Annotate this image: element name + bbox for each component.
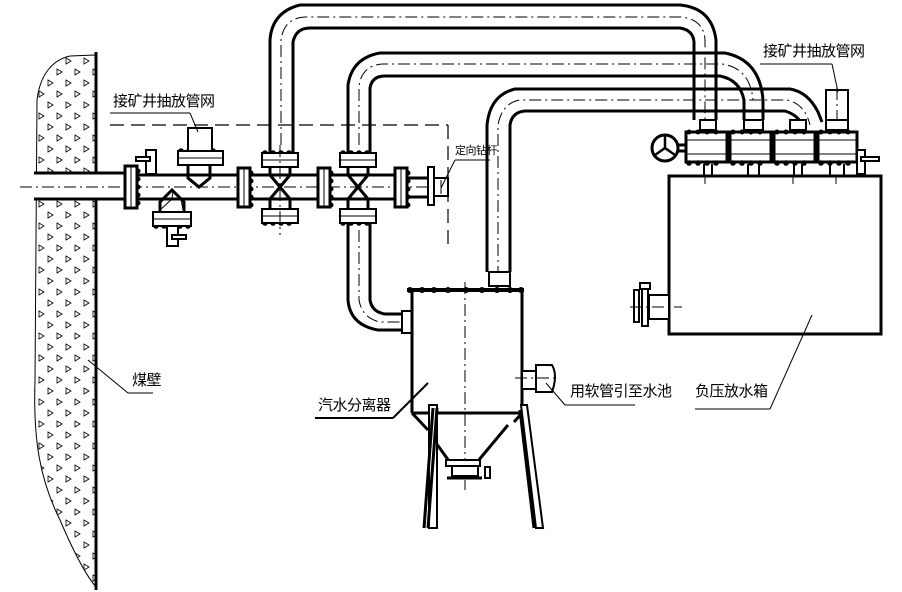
cross-fitting-2: [339, 152, 377, 224]
small-valve-right: [856, 149, 880, 175]
valve-handwheel[interactable]: [650, 133, 686, 163]
separator-bolt: [518, 287, 524, 293]
lower-branch-valve: [152, 187, 192, 247]
steam-water-separator: [407, 282, 556, 529]
pipe-flange: [236, 166, 254, 209]
separator-bolt: [507, 287, 513, 293]
upper-branch-valve: [177, 127, 224, 189]
separator-bolt: [445, 287, 451, 293]
separator-bolt: [407, 287, 413, 293]
manifold-valve: [816, 119, 859, 176]
label-mine-drainage-network-right: 接矿井抽放管网: [763, 42, 865, 60]
manifold-valve: [728, 119, 773, 176]
separator-bolt: [494, 287, 500, 293]
separator-bolt: [479, 287, 485, 293]
manifold-valve: [772, 119, 817, 176]
pipe-flange: [393, 166, 411, 209]
manifold-valve: [684, 119, 729, 176]
small-valve-left: [135, 149, 157, 175]
separator-bolt: [419, 287, 425, 293]
coal-wall: [30, 52, 100, 590]
pipe-flange: [316, 166, 334, 209]
overhead-pipe-1: [268, 3, 718, 153]
label-negative-pressure-water-tank: 负压放水箱: [695, 382, 768, 400]
valve-manifold: [684, 119, 859, 176]
separator-top-bolts: [407, 287, 524, 293]
leader-lines: [87, 63, 839, 419]
label-directional-drill-rod: 定向钻杆: [455, 144, 498, 157]
label-steam-water-separator: 汽水分离器: [318, 396, 391, 414]
label-coal-wall: 煤壁: [132, 371, 162, 389]
dashed-boundary: [110, 124, 449, 250]
separator-bolt: [463, 287, 469, 293]
separator-bolt: [431, 287, 437, 293]
label-mine-drainage-network-left: 接矿井抽放管网: [113, 92, 215, 110]
overhead-pipe-2: [346, 51, 765, 334]
negative-pressure-water-tank: [630, 174, 883, 336]
directional-drill-rod: [427, 166, 449, 206]
label-hose-to-sump: 用软管引至水池: [570, 382, 672, 400]
cross-fitting-1: [261, 145, 299, 235]
pipe-flange: [123, 164, 141, 210]
